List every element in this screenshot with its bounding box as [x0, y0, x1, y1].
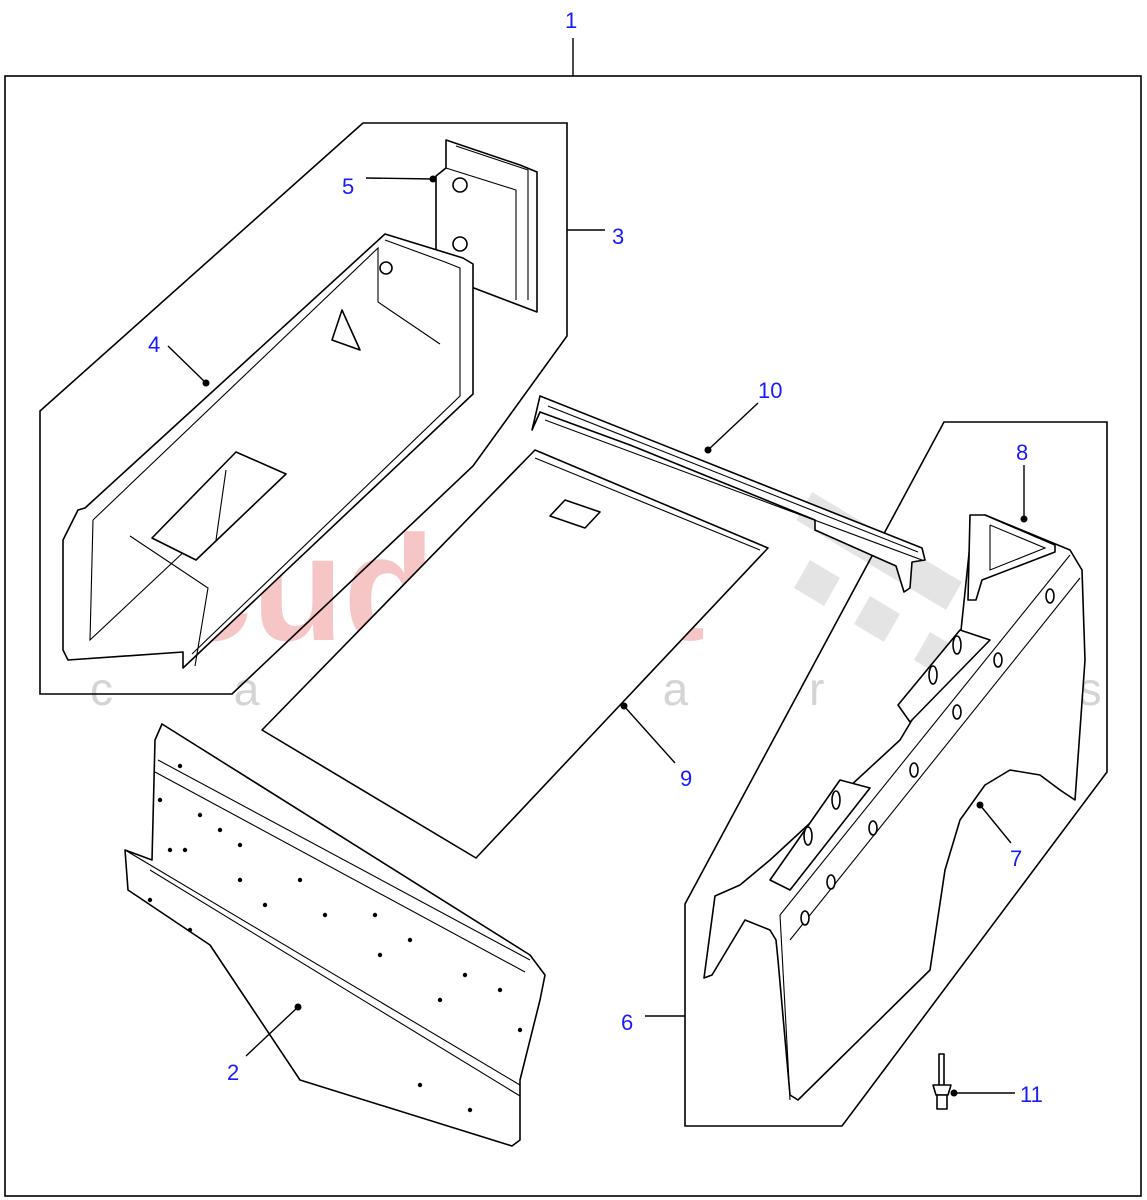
part-8-corner-post: [967, 514, 1056, 601]
part-10-front-rail: [531, 395, 926, 593]
part-6-side-body: [703, 514, 1086, 1101]
callout-9[interactable]: 9: [680, 766, 692, 791]
callout-3[interactable]: 3: [612, 224, 624, 249]
part-2-panel: [124, 723, 546, 1147]
callout-4[interactable]: 4: [148, 332, 160, 357]
callout-6[interactable]: 6: [621, 1010, 633, 1035]
callout-7[interactable]: 7: [1010, 846, 1022, 871]
leaders: [167, 175, 1028, 1097]
part-4-locker-box: [62, 233, 474, 669]
side-body-slots: [800, 588, 1055, 926]
part-9-floor-mat: [261, 449, 769, 859]
callout-5[interactable]: 5: [342, 174, 354, 199]
callout-8[interactable]: 8: [1016, 440, 1028, 465]
panel-holes: [147, 763, 523, 1113]
callout-10[interactable]: 10: [758, 378, 782, 403]
part-11-rivet: [932, 1053, 952, 1110]
callout-labels: 1 2 3 4 5 6 7 8 9 10 11: [148, 8, 1043, 1107]
group-box-3: [39, 122, 568, 695]
group-box-6: [684, 421, 1108, 1127]
callout-1[interactable]: 1: [565, 8, 577, 33]
callout-11[interactable]: 11: [1020, 1082, 1043, 1107]
callout-2[interactable]: 2: [227, 1060, 239, 1085]
